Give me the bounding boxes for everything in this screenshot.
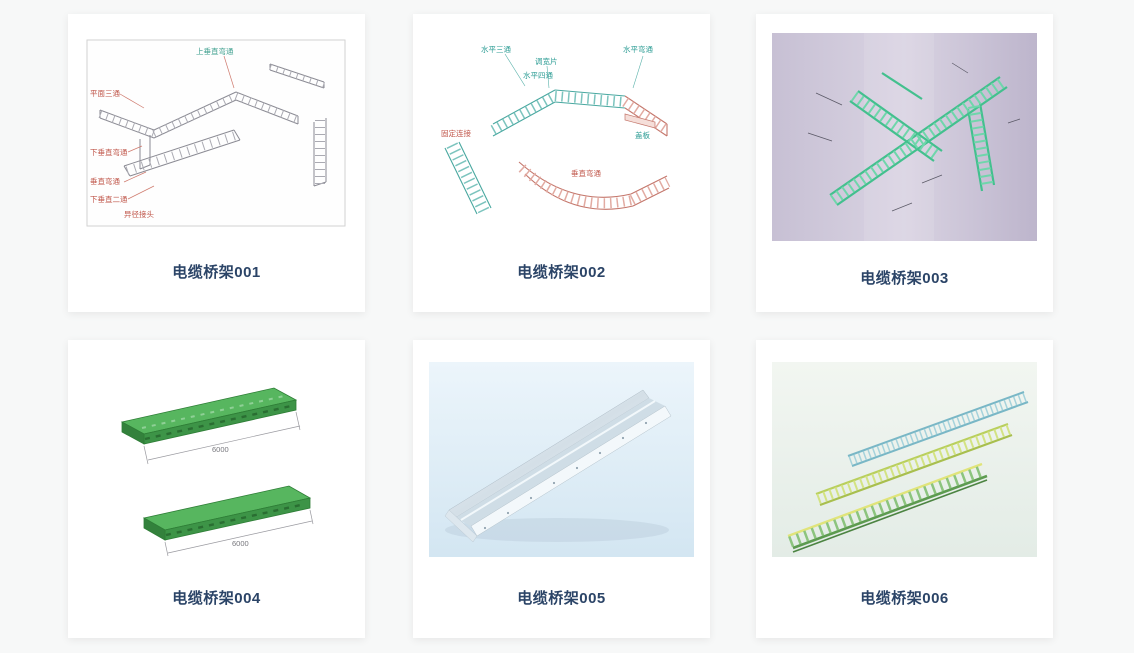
product-card[interactable]: 电缆桥架005 xyxy=(413,340,710,638)
product-image[interactable]: 6000 6000 xyxy=(84,362,349,557)
drawing-label: 盖板 xyxy=(635,130,650,140)
product-title[interactable]: 电缆桥架001 xyxy=(172,264,261,281)
drawing-label: 水平三通 xyxy=(481,44,511,54)
product-image[interactable]: 水平三通 调宽片 水平四通 水平弯通 盖板 垂直弯通 固定连接 xyxy=(429,36,694,231)
product-card[interactable]: 6000 6000 电缆桥架004 xyxy=(68,340,365,638)
drawing-label: 水平弯通 xyxy=(623,44,653,54)
drawing-label: 调宽片 xyxy=(535,56,558,66)
product-card[interactable]: 平面三通 下垂直弯通 垂直弯通 下垂直二通 异径接头 上垂直弯通 电缆桥架001 xyxy=(68,14,365,312)
product-image[interactable] xyxy=(429,362,694,557)
dimension-label: 6000 xyxy=(212,445,229,454)
product-image[interactable]: 平面三通 下垂直弯通 垂直弯通 下垂直二通 异径接头 上垂直弯通 xyxy=(84,36,349,231)
drawing-label: 上垂直弯通 xyxy=(196,46,234,56)
product-title[interactable]: 电缆桥架005 xyxy=(517,590,606,607)
product-title[interactable]: 电缆桥架006 xyxy=(860,590,949,607)
cable-tray-colored-drawing: 水平三通 调宽片 水平四通 水平弯通 盖板 垂直弯通 固定连接 xyxy=(429,36,694,231)
product-image[interactable] xyxy=(772,362,1037,557)
green-tray-on-purple-photo xyxy=(772,33,1037,241)
product-title[interactable]: 电缆桥架004 xyxy=(172,590,261,607)
ladder-tray-render xyxy=(772,362,1037,557)
drawing-label: 异径接头 xyxy=(124,209,154,219)
product-title[interactable]: 电缆桥架003 xyxy=(860,270,949,287)
drawing-label: 下垂直二通 xyxy=(90,194,128,204)
drawing-label: 水平四通 xyxy=(523,70,553,80)
dimension-label: 6000 xyxy=(232,539,249,548)
product-card[interactable]: 水平三通 调宽片 水平四通 水平弯通 盖板 垂直弯通 固定连接 电缆桥架002 xyxy=(413,14,710,312)
drawing-label: 垂直弯通 xyxy=(90,176,120,186)
product-card[interactable]: 电缆桥架003 xyxy=(756,14,1053,312)
drawing-label: 下垂直弯通 xyxy=(90,147,128,157)
drawing-label: 垂直弯通 xyxy=(571,168,601,178)
product-image[interactable] xyxy=(772,33,1037,241)
product-title[interactable]: 电缆桥架002 xyxy=(517,264,606,281)
steel-channel-tray-photo xyxy=(429,362,694,557)
cable-tray-isometric-drawing: 平面三通 下垂直弯通 垂直弯通 下垂直二通 异径接头 上垂直弯通 xyxy=(86,39,346,227)
green-tray-dimension-drawing: 6000 6000 xyxy=(84,362,349,557)
drawing-label: 平面三通 xyxy=(90,88,120,98)
drawing-label: 固定连接 xyxy=(441,128,471,138)
product-card[interactable]: 电缆桥架006 xyxy=(756,340,1053,638)
